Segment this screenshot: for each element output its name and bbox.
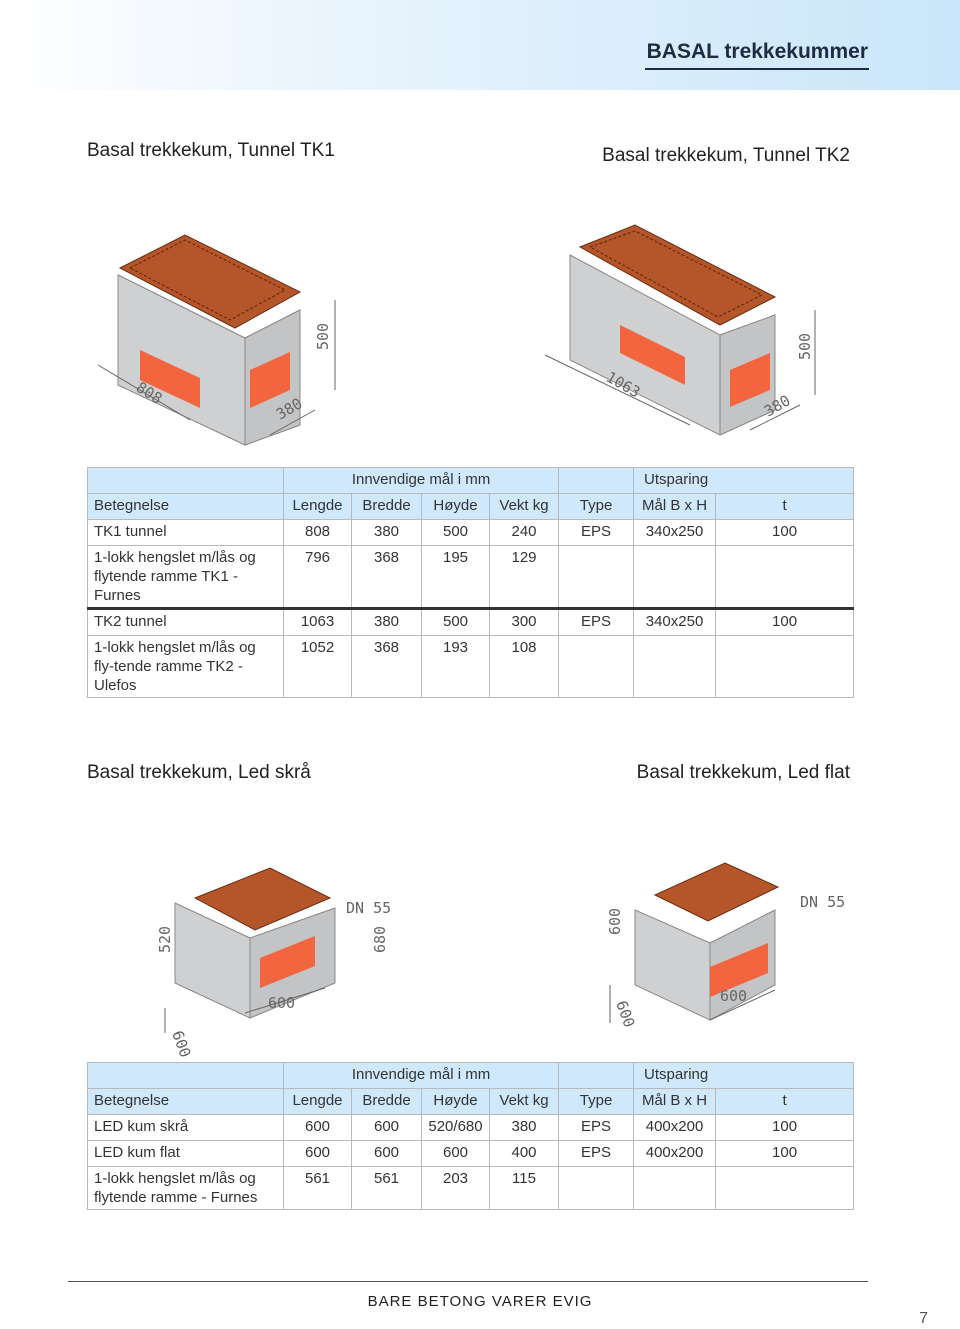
page-header: BASAL trekkekummer (0, 0, 960, 90)
col-header: Vekt kg (488, 493, 560, 520)
table-group-header: Innvendige mål i mm Utsparing (87, 467, 855, 494)
col-header: Bredde (351, 1088, 422, 1115)
table-row: 1-lokk hengslet m/lås og flytende ramme … (87, 545, 855, 609)
tk1-cutout-front (140, 350, 200, 408)
table-header-row: Betegnelse Lengde Bredde Høyde Vekt kg T… (87, 1088, 855, 1115)
col-header: Lengde (283, 493, 352, 520)
tk1-height-label: 500 (314, 323, 332, 350)
tk2-cutout-front (620, 325, 685, 385)
led-flat-cutout (710, 943, 768, 997)
title-underline (645, 68, 869, 70)
tk2-illustration: 1063 380 500 (544, 224, 816, 436)
led-flat-height-label: 600 (606, 908, 624, 935)
col-header: Betegnelse (87, 493, 284, 520)
spec-table-led: Innvendige mål i mm Utsparing Betegnelse… (87, 1062, 855, 1210)
led-skra-pipe-label: DN 55 (346, 899, 391, 917)
col-header: Bredde (351, 493, 422, 520)
led-skra-height-right-label: 680 (371, 926, 389, 953)
led-flat-pipe-label: DN 55 (800, 893, 845, 911)
led-flat-lid (653, 862, 780, 922)
table-row: 1-lokk hengslet m/lås og flytende ramme … (87, 1166, 855, 1210)
table-header-row: Betegnelse Lengde Bredde Høyde Vekt kg T… (87, 493, 855, 520)
col-header: Mål B x H (633, 1088, 717, 1115)
col-header: Lengde (283, 1088, 352, 1115)
col-header: t (715, 493, 855, 520)
led-flat-depth-label: 600 (612, 998, 638, 1030)
group-cutout: Utsparing (633, 1062, 855, 1089)
footer-slogan: BARE BETONG VARER EVIG (367, 1293, 593, 1310)
caption-tk2: Basal trekkekum, Tunnel TK2 (602, 145, 850, 166)
tk2-lid (578, 224, 777, 326)
group-cutout: Utsparing (633, 467, 855, 494)
led-skra-lid (193, 867, 332, 931)
table-row: TK2 tunnel 1063 380 500 300 EPS 340x250 … (87, 607, 855, 636)
page-title: BASAL trekkekummer (646, 40, 868, 63)
table-row: 1-lokk hengslet m/lås og fly-tende ramme… (87, 635, 855, 698)
col-header: Høyde (421, 1088, 490, 1115)
led-flat-illustration: 600 600 600 DN 55 (606, 862, 845, 1030)
col-header: Vekt kg (488, 1088, 560, 1115)
caption-led-skra: Basal trekkekum, Led skrå (87, 762, 311, 783)
col-header: t (715, 1088, 855, 1115)
spec-table-tunnel: Innvendige mål i mm Utsparing Betegnelse… (87, 467, 855, 698)
tk2-height-label: 500 (796, 333, 814, 360)
col-header: Mål B x H (633, 493, 717, 520)
led-skra-cutout (260, 936, 315, 988)
table-row: TK1 tunnel 808 380 500 240 EPS 340x250 1… (87, 519, 855, 546)
table-group-header: Innvendige mål i mm Utsparing (87, 1062, 855, 1089)
led-skra-height-left-label: 520 (156, 926, 174, 953)
caption-led-flat: Basal trekkekum, Led flat (636, 762, 850, 783)
led-skra-illustration: 600 600 520 680 DN 55 (156, 867, 391, 1060)
tk1-illustration: 808 380 500 (97, 234, 336, 446)
col-header: Type (558, 1088, 635, 1115)
caption-tk1: Basal trekkekum, Tunnel TK1 (87, 140, 335, 161)
tk1-lid (118, 234, 302, 329)
led-flat-width-label: 600 (720, 987, 747, 1005)
col-header: Høyde (421, 493, 490, 520)
table-row: LED kum skrå 600 600 520/680 380 EPS 400… (87, 1114, 855, 1141)
group-inner-dimensions: Innvendige mål i mm (282, 467, 560, 494)
table-row: LED kum flat 600 600 600 400 EPS 400x200… (87, 1140, 855, 1167)
col-header: Type (558, 493, 635, 520)
tk2-cutout-side (730, 353, 770, 407)
led-skra-depth-label: 600 (168, 1028, 194, 1060)
footer-divider (68, 1281, 868, 1282)
col-header: Betegnelse (87, 1088, 284, 1115)
led-skra-width-label: 600 (268, 994, 295, 1012)
group-inner-dimensions: Innvendige mål i mm (282, 1062, 560, 1089)
page-number: 7 (919, 1310, 928, 1327)
tk1-cutout-side (250, 352, 290, 408)
